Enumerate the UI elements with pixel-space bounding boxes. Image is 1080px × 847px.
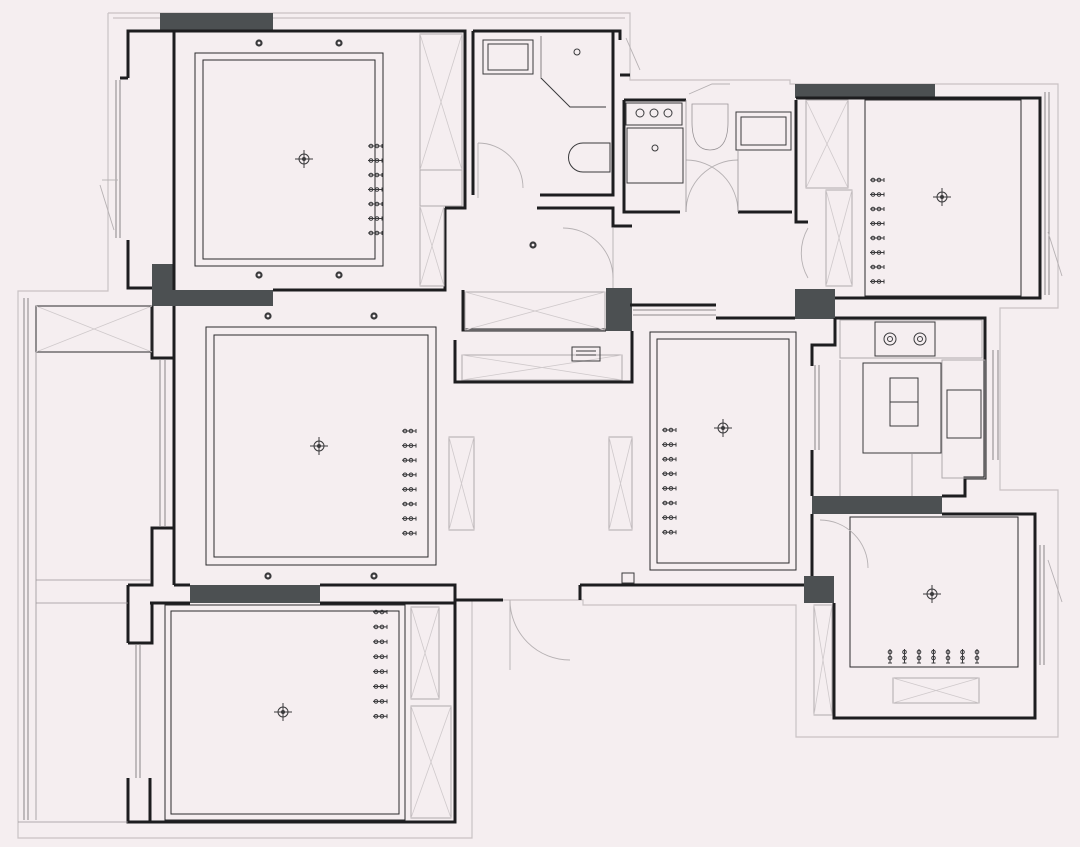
linear-light-icon [402,428,417,434]
linear-light-icon [402,443,417,448]
linear-light-icon [870,192,885,197]
linear-light-icon [870,177,885,183]
linear-light-icon [373,639,388,645]
linear-light-icon [662,486,677,491]
spotlight-icon [370,572,378,580]
spotlight-icon [264,572,272,580]
wardrobe-ne [805,99,853,287]
doors [99,37,1063,670]
door-swing-icon [562,227,614,288]
linear-light-icon [662,456,677,462]
ceiling-light-icon [714,419,732,437]
wardrobe-nw [419,33,463,287]
linear-light-icon [974,649,980,664]
linear-light-icon [373,699,388,704]
linear-light-icon [373,624,388,630]
linear-light-icon [960,649,965,664]
linear-light-icon [916,649,922,664]
linear-light-icon [870,250,885,255]
kitchen-fixtures [839,319,986,496]
linear-light-icon [887,649,893,664]
linear-light-icon [402,457,417,463]
spotlights [255,39,537,580]
door-swing-icon [819,519,869,569]
spotlight-icon [370,312,378,320]
ceiling-light-icon [923,585,941,603]
ceiling-panels [164,52,1022,821]
living-cabinets [448,436,633,531]
door-swing-icon [1047,559,1063,603]
linear-light-icon [662,471,677,477]
door-swing-icon [625,37,641,71]
walls [120,29,1042,824]
door-swing-icon [800,227,809,279]
structural-columns [152,13,942,603]
electrical-panel-icon [571,346,635,584]
linear-light-icon [368,187,383,192]
corridor-cabinet [461,291,623,381]
linear-light-icon [368,158,383,163]
ceiling-light-icon [933,188,951,206]
ceiling-light-icon [295,150,313,168]
door-swing-icon [509,599,571,670]
linear-light-icon [402,487,417,492]
ceiling-fixtures [274,150,951,721]
linear-light-icon [402,472,417,478]
windows [23,80,1050,820]
balcony-west [18,305,153,823]
door-swing-icon [1047,231,1063,277]
linear-light-icon [931,649,936,664]
linear-light-icon [945,649,951,664]
linear-light-icon [662,427,677,433]
linear-light-icon [373,714,388,719]
spotlight-icon [335,271,343,279]
linear-light-icon [368,216,383,221]
linear-light-icon [662,515,677,520]
linear-light-icon [662,529,677,535]
linear-light-icon [368,172,383,178]
linear-light-icon [662,500,677,506]
spotlight-icon [529,241,537,249]
spotlight-icon [255,271,263,279]
linear-light-icon [870,264,885,270]
linear-light-icon [662,442,677,447]
linear-light-icon [870,279,885,284]
linear-light-icon [870,235,885,241]
wardrobe-sw [410,606,452,819]
linear-light-icon [902,649,907,664]
linear-light-icon [368,230,383,236]
door-swing-icon [99,179,118,231]
linear-light-icon [402,530,417,536]
cabinets [410,33,980,819]
spotlight-icon [255,39,263,47]
wardrobe-se [813,604,980,716]
spotlight-icon [335,39,343,47]
linear-light-icon [368,143,383,149]
linear-light-icon [373,669,388,674]
linear-light-icon [870,206,885,212]
linear-light-icon [402,516,417,521]
linear-lights [368,143,980,719]
spotlight-icon [264,312,272,320]
ceiling-light-icon [310,437,328,455]
linear-light-icon [870,221,885,226]
linear-light-icon [368,201,383,207]
linear-light-icon [373,654,388,660]
linear-light-icon [402,501,417,507]
bathroom-fixtures [477,36,792,213]
ceiling-light-icon [274,703,292,721]
linear-light-icon [373,684,388,689]
linear-light-icon [373,609,388,615]
